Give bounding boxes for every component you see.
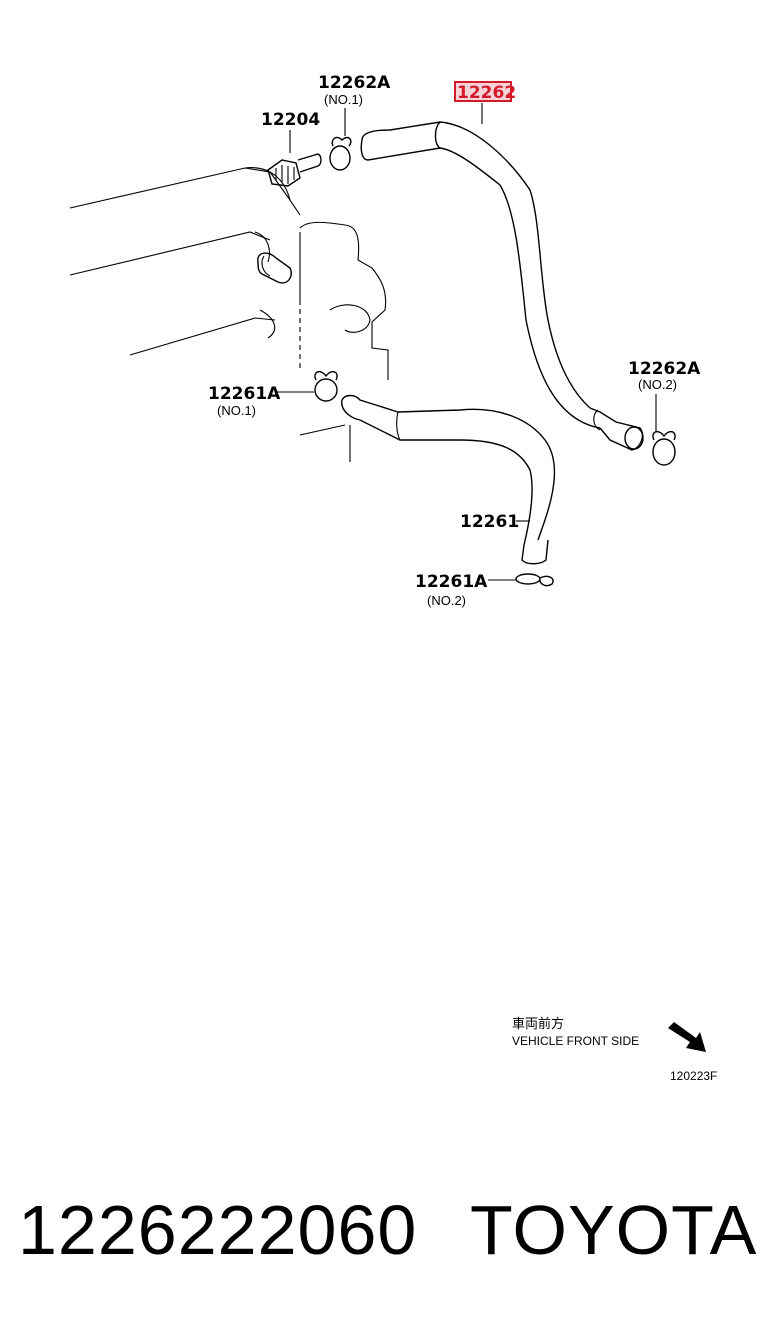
- brand-name: TOYOTA: [470, 1191, 758, 1269]
- label-12204: 12204: [261, 110, 320, 130]
- label-12261A-no2-sub: (NO.2): [427, 593, 466, 608]
- label-12262A-no2-sub: (NO.2): [638, 377, 677, 392]
- label-12261A-no1-sub: (NO.1): [217, 403, 256, 418]
- label-12262A-no1: 12262A: [318, 73, 391, 93]
- clip-12261A-no1: [276, 370, 338, 402]
- part-number: 1226222060: [18, 1191, 418, 1269]
- front-side-en: VEHICLE FRONT SIDE: [512, 1034, 639, 1048]
- label-12261A-no1: 12261A: [208, 384, 281, 404]
- clip-12261A-no2: [488, 573, 554, 587]
- engine-block-outline: [69, 167, 389, 462]
- hose-12261: [341, 394, 556, 565]
- highlight-box-12262: [454, 81, 512, 102]
- label-12262[interactable]: 12262: [457, 83, 516, 103]
- front-direction-arrow-icon: [668, 1022, 706, 1052]
- diagram-code: 120223F: [670, 1069, 717, 1083]
- pcv-valve-12204: [267, 130, 322, 187]
- label-12261: 12261: [460, 512, 519, 532]
- label-12261A-no2: 12261A: [415, 572, 488, 592]
- label-12262A-no1-sub: (NO.1): [324, 92, 363, 107]
- clip-12262A-no1: [329, 108, 352, 171]
- footer: 1226222060 TOYOTA: [0, 1190, 760, 1280]
- label-12262A-no2: 12262A: [628, 359, 701, 379]
- clip-12262A-no2: [652, 394, 676, 466]
- parts-diagram: 12262A (NO.1) 12204 12262 12262A (NO.2) …: [69, 73, 717, 1083]
- hose-12262: [360, 103, 644, 451]
- front-side-jp: 車両前方: [512, 1016, 564, 1031]
